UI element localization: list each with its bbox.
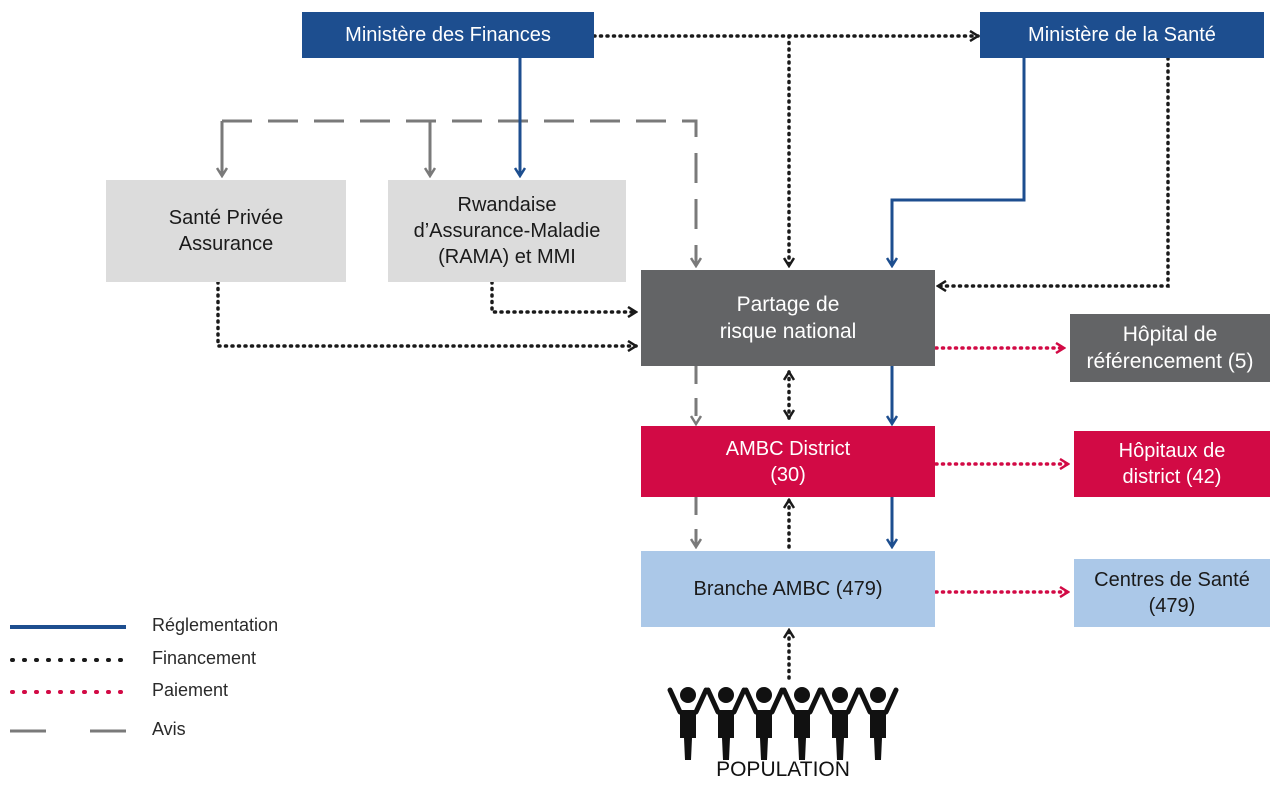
legend-paiement: Paiement (152, 680, 229, 700)
fin-arrow-sante-partage (938, 56, 1170, 286)
legend-financement: Financement (152, 648, 257, 668)
person-icon (781, 687, 823, 760)
node-branche-ambc-label: Branche AMBC (479) (693, 578, 883, 600)
node-sante-privee-label: Santé Privée Assurance (168, 207, 284, 255)
node-ambc-district-label: AMBC District (30) (725, 437, 851, 486)
node-ministere-finances: Ministère des Finances (302, 12, 594, 58)
node-ambc-district: AMBC District (30) (641, 426, 935, 497)
node-branche-ambc: Branche AMBC (479) (641, 551, 935, 627)
node-hopitaux-district: Hôpitaux de district (42) (1074, 431, 1270, 497)
population-icon (667, 687, 899, 760)
person-icon (667, 687, 709, 760)
node-hopitaux-district-label: Hôpitaux de district (42) (1118, 440, 1226, 488)
node-rama-label: Rwandaise d’Assurance-Maladie (RAMA) et … (413, 194, 601, 268)
node-sante-privee: Santé Privée Assurance (106, 180, 346, 282)
node-partage-risque: Partage de risque national (641, 270, 935, 366)
regl-arrow-sante-partage (892, 58, 1026, 266)
fin-arrow-sante-privee-partage (216, 280, 636, 346)
fin-arrow-rama-partage (490, 280, 636, 312)
node-ministere-sante: Ministère de la Santé (980, 12, 1264, 58)
node-hopital-referencement-label: Hôpital de référencement (5) (1086, 322, 1254, 373)
legend-reglementation: Réglementation (152, 615, 279, 635)
person-icon (705, 687, 747, 760)
person-icon (857, 687, 899, 760)
person-icon (743, 687, 785, 760)
node-hopital-referencement: Hôpital de référencement (5) (1070, 314, 1270, 382)
person-icon (819, 687, 861, 760)
node-centres-sante-label: Centres de Santé (479) (1094, 569, 1250, 617)
node-partage-risque-label: Partage de risque national (719, 292, 857, 343)
node-ministere-sante-label: Ministère de la Santé (1028, 24, 1216, 46)
legend-avis: Avis (152, 719, 186, 739)
node-rama: Rwandaise d’Assurance-Maladie (RAMA) et … (388, 180, 626, 282)
avis-arrow-finances-top (222, 119, 696, 266)
node-ministere-finances-label: Ministère des Finances (345, 24, 551, 46)
node-centres-sante: Centres de Santé (479) (1074, 559, 1270, 627)
population-label: POPULATION (716, 758, 850, 781)
